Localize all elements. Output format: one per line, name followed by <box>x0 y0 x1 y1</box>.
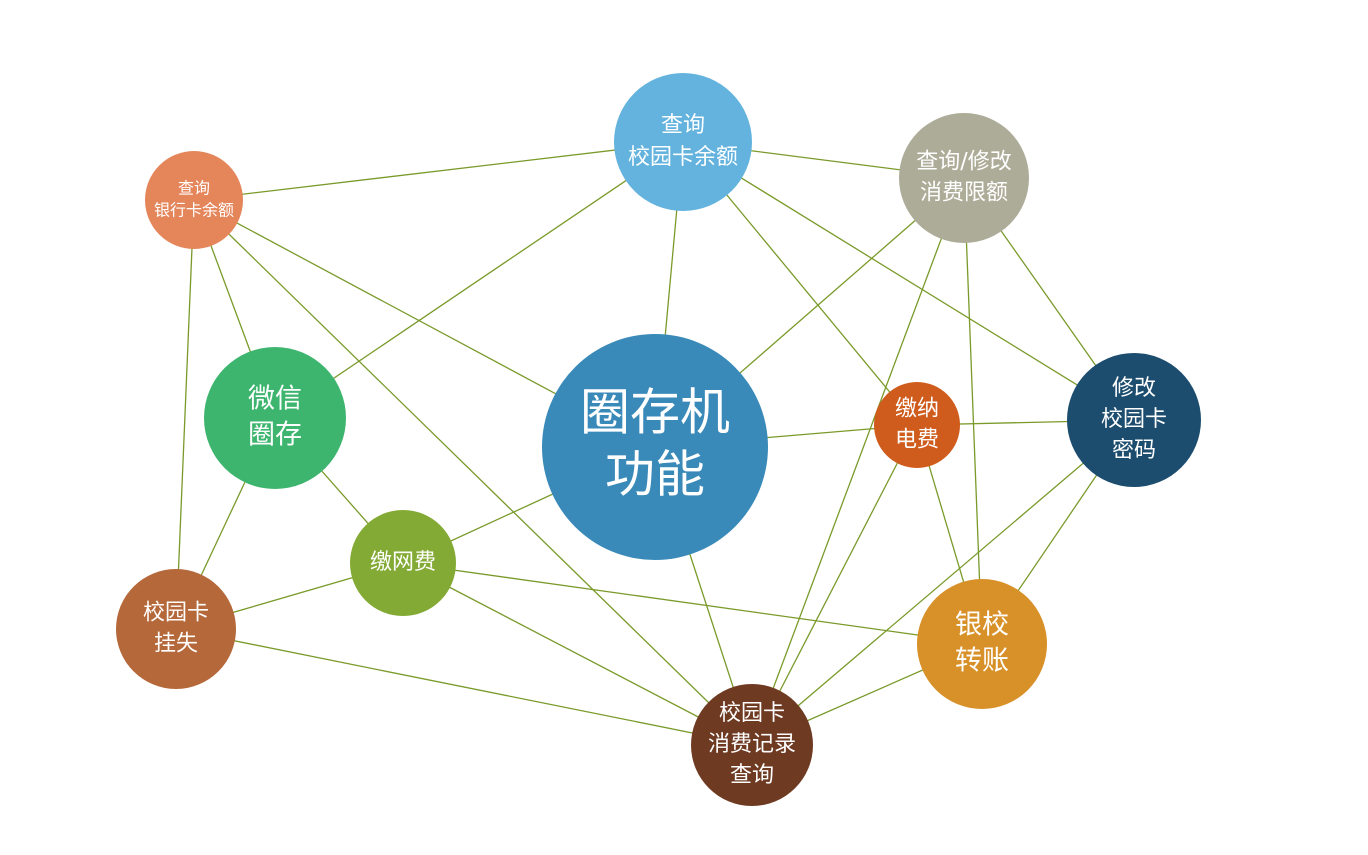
node-circle-limit <box>899 113 1029 243</box>
node-label-campus-balance-0: 查询 <box>661 113 705 138</box>
node-circle-center <box>542 334 768 560</box>
node-label-change-pwd-0: 修改 <box>1112 376 1156 401</box>
node-label-wechat-0: 微信 <box>248 384 302 415</box>
edge-bank-balance-report-loss <box>175 199 195 630</box>
node-label-bank-transfer-0: 银校 <box>955 610 1009 641</box>
node-label-records-2: 查询 <box>730 763 774 788</box>
node-label-report-loss-1: 挂失 <box>154 632 198 657</box>
edge-campus-balance-wechat <box>274 141 684 419</box>
node-circle-report-loss <box>116 569 236 689</box>
node-label-electric-0: 缴纳 <box>895 397 939 422</box>
node-label-limit-0: 查询/修改 <box>916 150 1011 175</box>
edge-bank-balance-records <box>193 199 753 746</box>
node-net-fee: 缴网费 <box>350 510 456 616</box>
node-label-campus-balance-1: 校园卡余额 <box>628 145 738 170</box>
node-label-center-1: 功能 <box>605 446 705 504</box>
node-label-wechat-1: 圈存 <box>248 420 302 451</box>
node-label-bank-transfer-1: 转账 <box>955 646 1009 677</box>
node-circle-campus-balance <box>614 73 752 211</box>
node-circle-wechat <box>204 347 346 489</box>
nodes-layer: 圈存机功能查询校园卡余额查询银行卡余额查询/修改消费限额修改校园卡密码缴纳电费微… <box>116 73 1201 806</box>
node-circle-net-fee <box>350 510 456 616</box>
edge-bank-balance-campus-balance <box>193 141 684 201</box>
node-circle-bank-balance <box>145 151 243 249</box>
node-label-report-loss-0: 校园卡 <box>143 601 209 626</box>
node-label-change-pwd-2: 密码 <box>1112 438 1156 463</box>
node-label-electric-1: 电费 <box>895 428 939 453</box>
node-circle-bank-transfer <box>917 579 1047 709</box>
node-label-net-fee-0: 缴网费 <box>370 550 436 575</box>
node-label-change-pwd-1: 校园卡 <box>1101 407 1167 432</box>
node-circle-records <box>691 684 813 806</box>
node-label-center-0: 圈存机 <box>580 384 730 442</box>
edge-change-pwd-records <box>751 419 1135 746</box>
node-label-records-1: 消费记录 <box>708 732 796 757</box>
edge-limit-records <box>751 177 965 746</box>
edge-campus-balance-change-pwd <box>682 141 1135 421</box>
node-circle-change-pwd <box>1067 353 1201 487</box>
node-label-bank-balance-0: 查询 <box>178 179 210 198</box>
node-label-bank-balance-1: 银行卡余额 <box>154 201 234 220</box>
node-label-limit-1: 消费限额 <box>920 181 1008 206</box>
node-label-records-0: 校园卡 <box>719 701 785 726</box>
edge-net-fee-records <box>402 562 753 746</box>
node-circle-electric <box>874 382 960 468</box>
edge-report-loss-records <box>175 628 753 746</box>
edge-net-fee-bank-transfer <box>402 562 983 645</box>
edge-limit-bank-transfer <box>963 177 983 645</box>
